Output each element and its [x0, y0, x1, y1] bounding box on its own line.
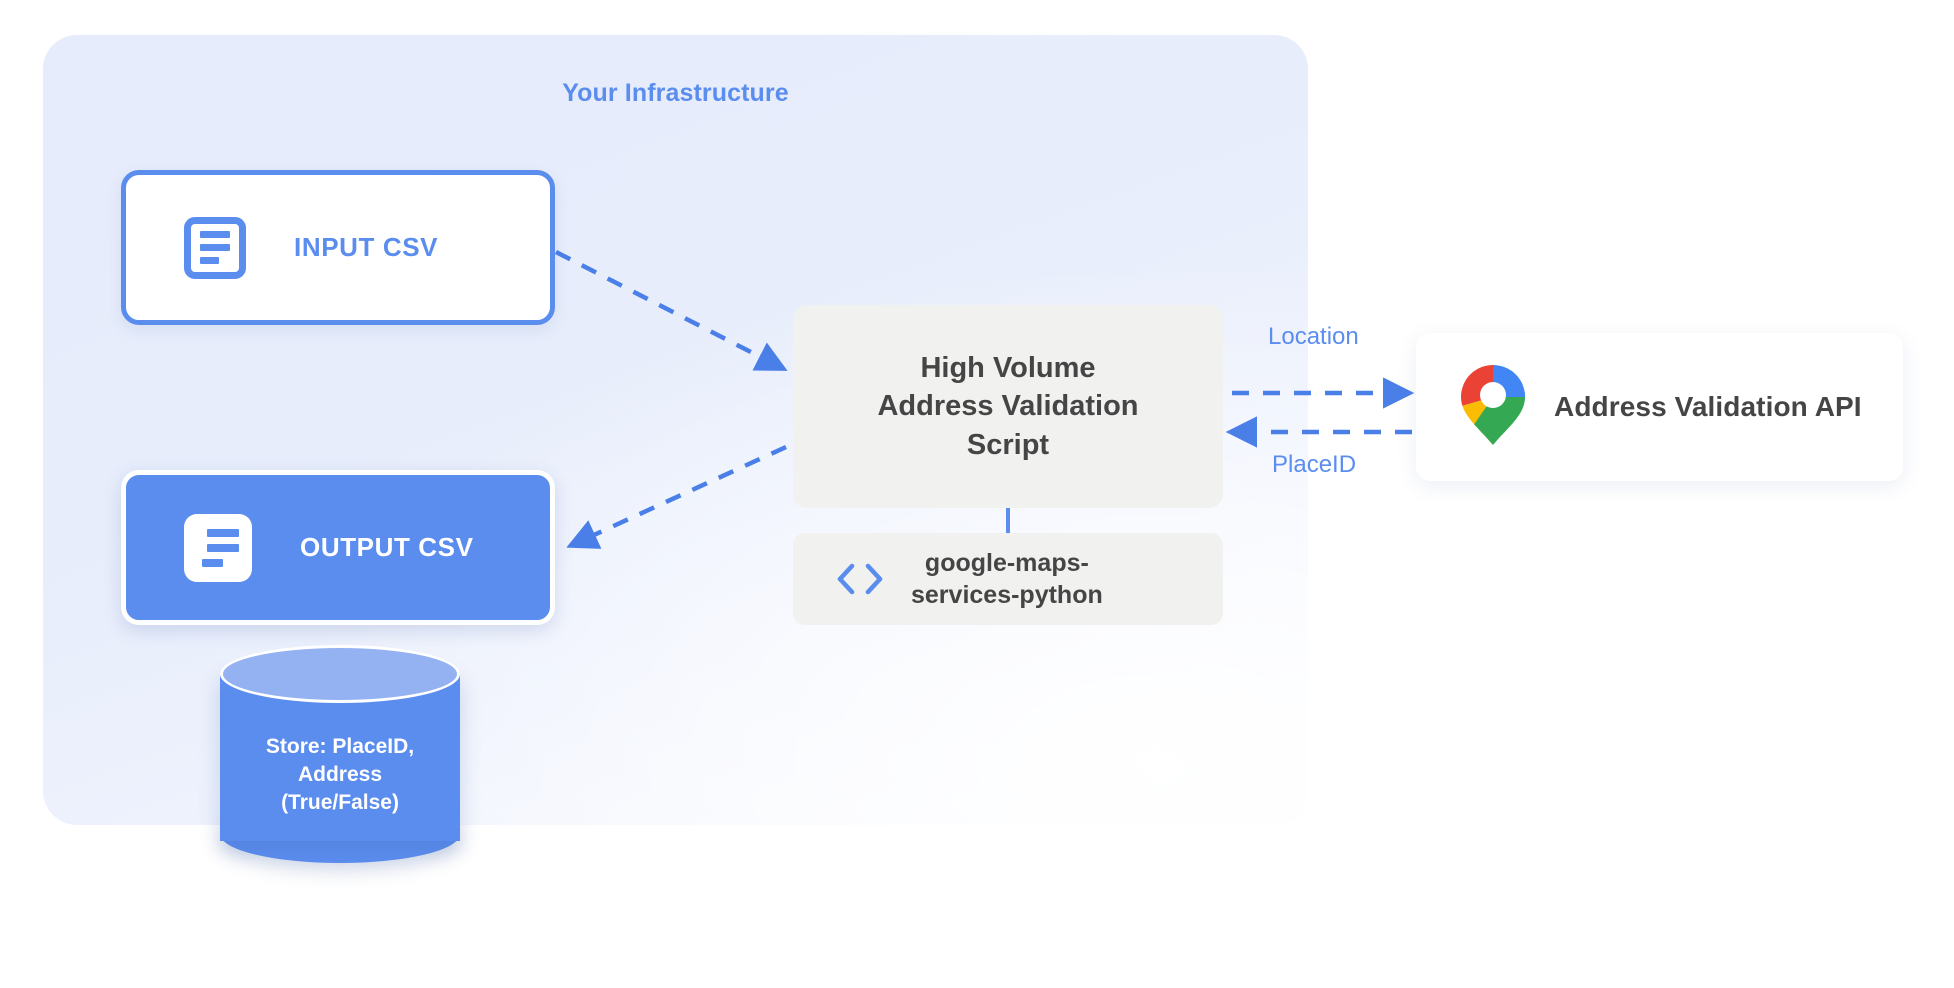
node-output-csv[interactable]: OUTPUT CSV: [121, 470, 555, 625]
node-address-validation-api[interactable]: Address Validation API: [1416, 333, 1903, 481]
api-label: Address Validation API: [1554, 391, 1862, 422]
library-label: google-maps- services-python: [911, 549, 1103, 609]
code-brackets-icon: [831, 559, 889, 599]
node-google-maps-services-python[interactable]: google-maps- services-python: [793, 533, 1223, 625]
validation-script-label: High Volume Address Validation Script: [877, 352, 1139, 461]
edge-label-location: Location: [1268, 323, 1359, 350]
node-input-csv[interactable]: INPUT CSV: [121, 170, 555, 325]
document-icon: [184, 513, 252, 582]
output-csv-label: OUTPUT CSV: [300, 532, 474, 562]
node-database-store[interactable]: Store: PlaceID, Address (True/False): [220, 645, 460, 870]
edge-label-placeid: PlaceID: [1272, 451, 1357, 478]
google-maps-pin-icon: [1460, 363, 1526, 452]
panel-title: Your Infrastructure: [562, 79, 789, 107]
node-validation-script[interactable]: High Volume Address Validation Script: [793, 305, 1223, 508]
cylinder-top: [220, 645, 460, 703]
input-csv-label: INPUT CSV: [294, 232, 439, 262]
document-icon: [184, 216, 246, 279]
edge-script-to-library: [1006, 508, 1010, 535]
database-label: Store: PlaceID, Address (True/False): [265, 735, 415, 815]
